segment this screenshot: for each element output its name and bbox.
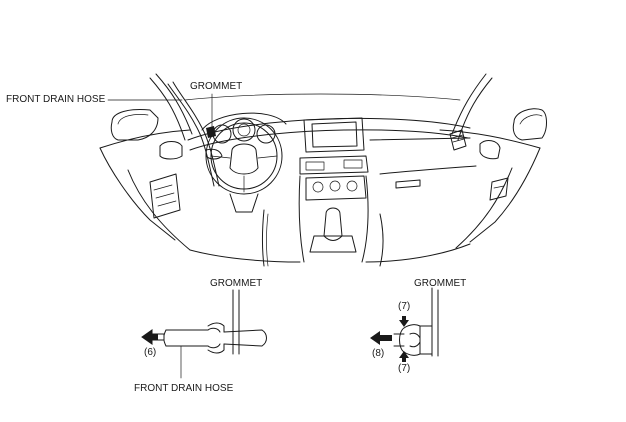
- grommet-label-right: GROMMET: [414, 278, 467, 289]
- front-drain-hose-label-top: FRONT DRAIN HOSE: [6, 94, 106, 105]
- grommet-label-left: GROMMET: [210, 278, 263, 289]
- step-label-7-top: (7): [398, 301, 411, 312]
- step-label-8: (8): [372, 348, 385, 359]
- step-label-7-bottom: (7): [398, 363, 411, 374]
- step-label-6: (6): [144, 347, 157, 358]
- grommet-label-top: GROMMET: [190, 81, 243, 92]
- front-drain-hose-label-bottom: FRONT DRAIN HOSE: [134, 383, 234, 394]
